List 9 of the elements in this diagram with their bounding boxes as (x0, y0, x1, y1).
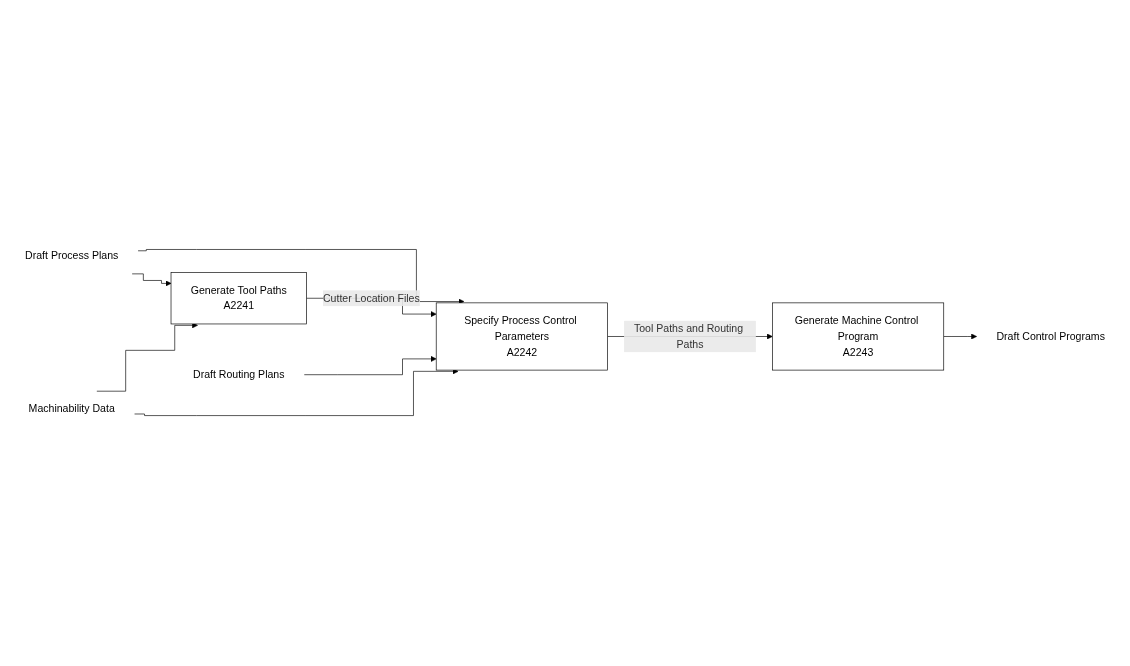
edge-label: Cutter Location Files (323, 292, 420, 304)
edge-label: Tool Paths and Routing Paths (633, 323, 744, 351)
node-text: Draft Process Plans (25, 250, 119, 262)
node-box: Generate Tool Paths A2241 (170, 272, 307, 325)
node-text: Machinability Data (28, 403, 115, 415)
node-text: Draft Routing Plans (193, 369, 285, 381)
node-text: Draft Control Programs (996, 331, 1105, 343)
node-box: Specify Process Control Parameters A2242 (435, 303, 608, 371)
node-box: Generate Machine Control Program A2243 (772, 303, 945, 371)
